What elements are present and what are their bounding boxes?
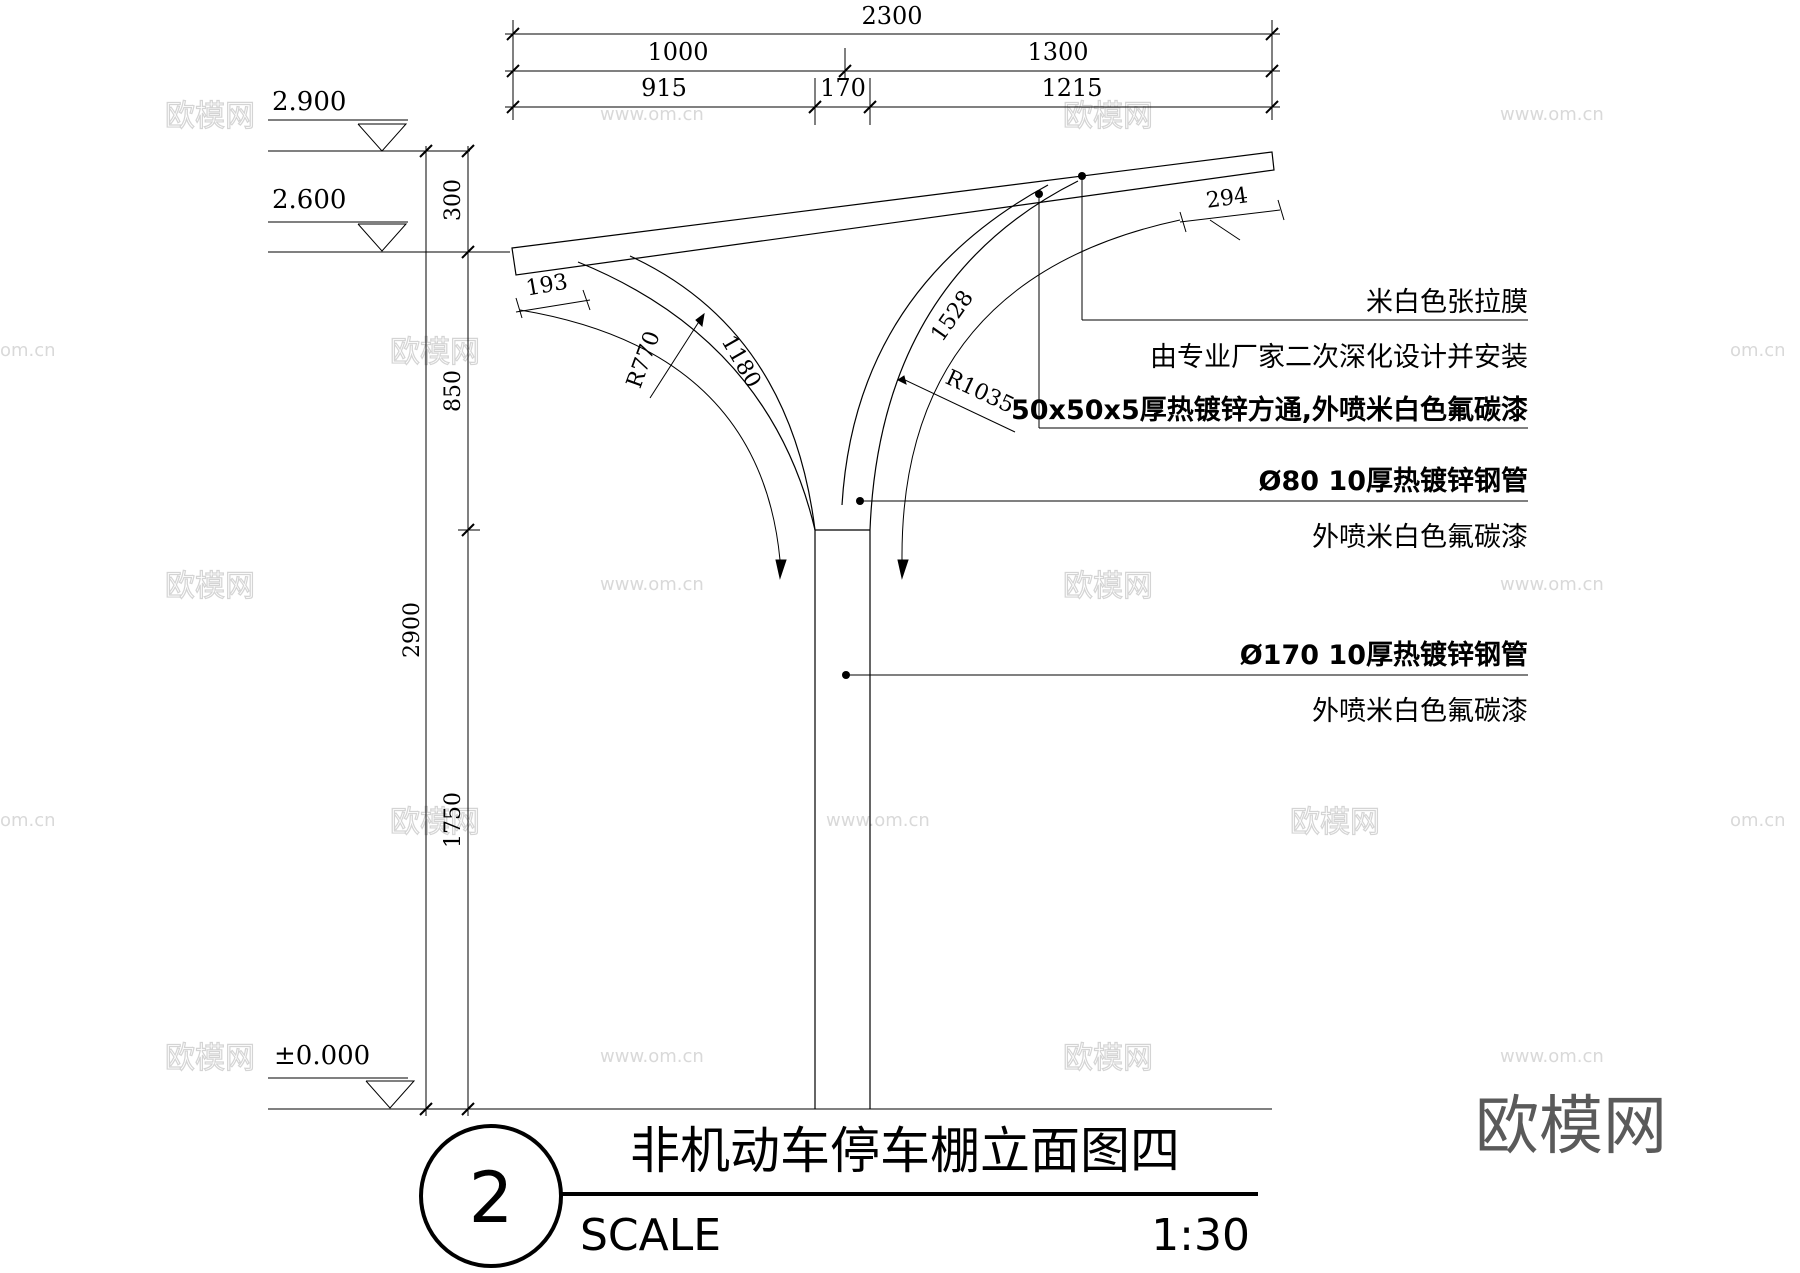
- dim-R770: R770: [622, 328, 666, 392]
- vertical-dimension-chain: [420, 145, 480, 1116]
- dim-R1035: R1035: [942, 365, 1018, 418]
- dim-170: 170: [820, 74, 866, 102]
- watermark-brand: 欧模网: [165, 569, 255, 604]
- right-arm-inner: [842, 185, 1048, 505]
- note-paint-1: 外喷米白色氟碳漆: [1312, 522, 1528, 553]
- dim-overall-2300: 2300: [861, 2, 922, 30]
- dim-850: 850: [441, 370, 466, 412]
- watermark-url: www.om.cn: [600, 104, 704, 125]
- dim-294: 294: [1205, 183, 1250, 214]
- dim-2900: 2900: [400, 602, 425, 658]
- dim-1528: 1528: [926, 286, 979, 346]
- watermark-layer: 欧模网 www.om.cn 欧模网 www.om.cn om.cn 欧模网 om…: [0, 98, 1786, 1076]
- note-leaders: [846, 176, 1528, 675]
- watermark-url: www.om.cn: [600, 574, 704, 595]
- arc-dimensions: [516, 200, 1284, 578]
- watermark-brand: 欧模网: [390, 335, 480, 370]
- title-number: 2: [469, 1157, 514, 1239]
- watermark-brand: 欧模网: [1063, 99, 1153, 134]
- level-marker-2900: [268, 120, 470, 151]
- watermark-url: www.om.cn: [1500, 1046, 1604, 1067]
- watermark-url: om.cn: [0, 810, 56, 831]
- title-name: 非机动车停车棚立面图四: [630, 1122, 1180, 1180]
- title-block: [419, 1124, 1258, 1268]
- level-label-2900: 2.900: [272, 87, 346, 117]
- watermark-url: om.cn: [1730, 340, 1786, 361]
- dim-1180: 1180: [716, 331, 766, 392]
- note-design: 由专业厂家二次深化设计并安装: [1150, 342, 1528, 373]
- watermark-url: www.om.cn: [826, 810, 930, 831]
- dim-300: 300: [441, 179, 466, 221]
- scale-value: 1:30: [1151, 1210, 1250, 1261]
- dim-193: 193: [524, 270, 570, 302]
- leader-dots: [842, 172, 1086, 679]
- note-pipe-80: Ø80 10厚热镀锌钢管: [1259, 466, 1529, 497]
- level-label-0: ±0.000: [274, 1041, 370, 1071]
- level-label-2600: 2.600: [272, 185, 346, 215]
- dim-1215: 1215: [1041, 74, 1102, 102]
- watermark-logo: 欧模网: [1475, 1090, 1667, 1164]
- dim-1750: 1750: [441, 792, 466, 848]
- left-arm-outer: [630, 256, 815, 530]
- note-membrane: 米白色张拉膜: [1366, 287, 1528, 318]
- dim-915: 915: [641, 74, 687, 102]
- top-dimension-chain: [505, 20, 1280, 125]
- watermark-url: om.cn: [1730, 810, 1786, 831]
- watermark-url: www.om.cn: [1500, 104, 1604, 125]
- canopy-structure: [512, 152, 1274, 1109]
- watermark-brand: 欧模网: [1063, 569, 1153, 604]
- watermark-url: www.om.cn: [1500, 574, 1604, 595]
- left-arm-inner: [578, 262, 815, 530]
- dim-1300: 1300: [1027, 38, 1088, 66]
- dim-1000: 1000: [647, 38, 708, 66]
- roof-beam: [512, 152, 1274, 275]
- watermark-brand: 欧模网: [1063, 1041, 1153, 1076]
- scale-label: SCALE: [580, 1210, 721, 1261]
- right-arm-outer: [870, 181, 1078, 530]
- watermark-url: www.om.cn: [600, 1046, 704, 1067]
- watermark-brand: 欧模网: [390, 805, 480, 840]
- watermark-brand: 欧模网: [165, 99, 255, 134]
- note-pipe-170: Ø170 10厚热镀锌钢管: [1240, 640, 1528, 671]
- watermark-url: om.cn: [0, 340, 56, 361]
- note-square-tube: 50x50x5厚热镀锌方通,外喷米白色氟碳漆: [1011, 394, 1528, 426]
- level-marker-0: [268, 1078, 1272, 1109]
- watermark-brand: 欧模网: [165, 1041, 255, 1076]
- watermark-brand: 欧模网: [1290, 805, 1380, 840]
- note-paint-2: 外喷米白色氟碳漆: [1312, 696, 1528, 727]
